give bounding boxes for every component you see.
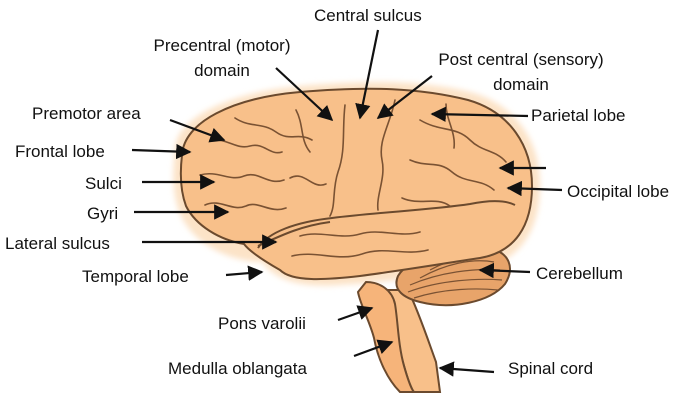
label-pons-varolii: Pons varolii [218,314,306,334]
label-cerebellum: Cerebellum [536,264,623,284]
arrow-spinal-cord [440,368,494,372]
arrow-temporal [226,272,262,275]
label-sulci: Sulci [85,174,122,194]
label-precentral-line2: domain [132,61,312,81]
label-lateral-sulcus: Lateral sulcus [5,234,110,254]
label-spinal-cord: Spinal cord [508,359,593,379]
label-parietal-lobe: Parietal lobe [531,106,626,126]
label-medulla-oblangata: Medulla oblangata [168,359,307,379]
label-occipital-lobe: Occipital lobe [567,182,669,202]
label-frontal-lobe: Frontal lobe [15,142,105,162]
label-temporal-lobe: Temporal lobe [82,267,189,287]
label-postcentral-line1: Post central (sensory) [412,50,630,70]
label-gyri: Gyri [87,204,118,224]
label-premotor-area: Premotor area [32,104,141,124]
label-precentral-line1: Precentral (motor) [132,36,312,56]
label-postcentral-line2: domain [412,75,630,95]
label-central-sulcus: Central sulcus [314,6,422,26]
